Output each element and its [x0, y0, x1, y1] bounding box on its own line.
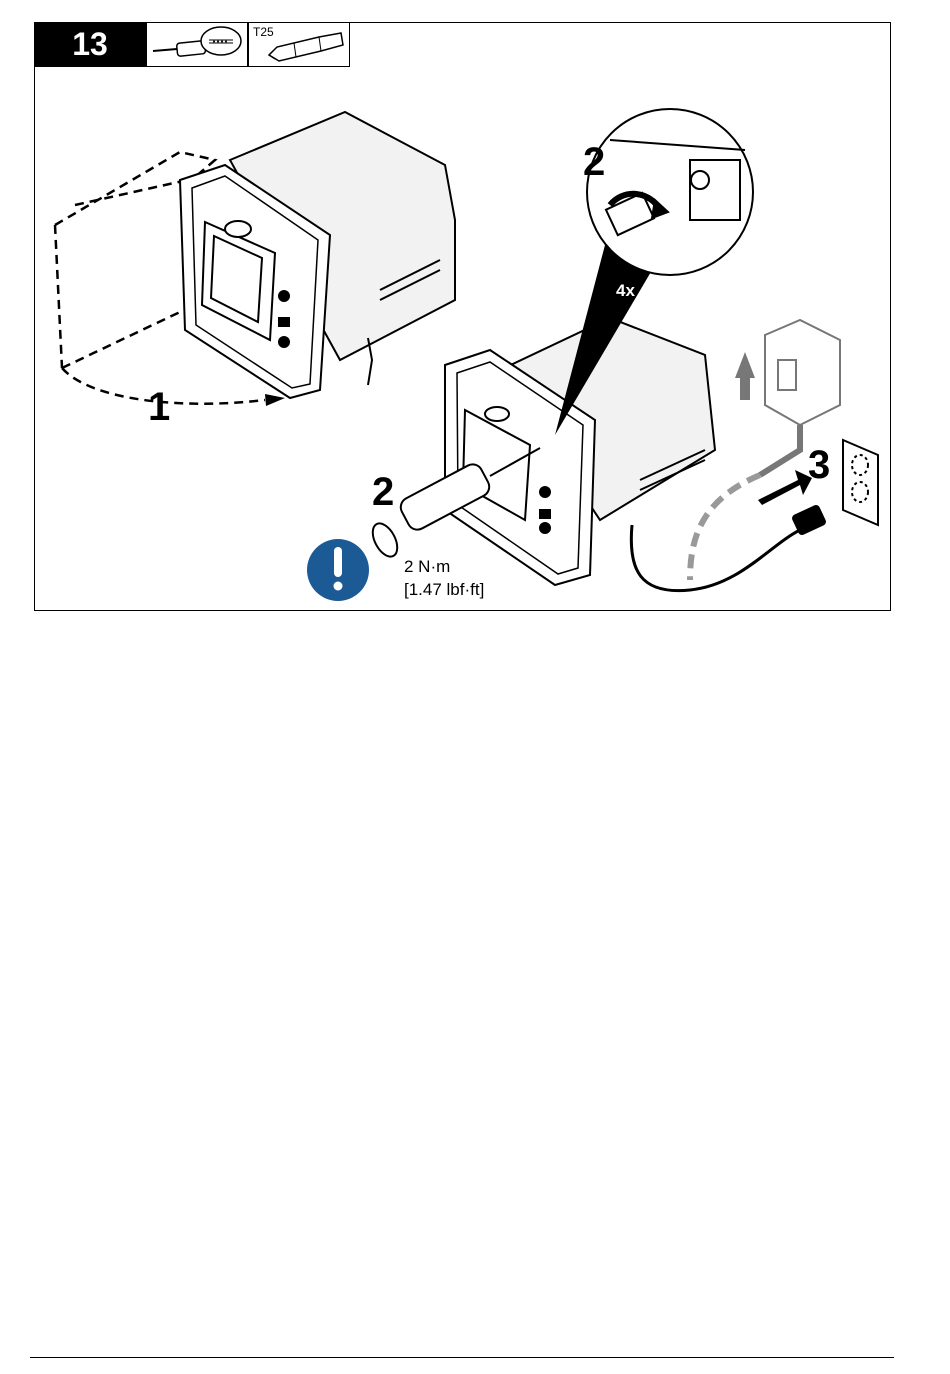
power-cable — [631, 525, 800, 591]
step1-callout: 1 — [148, 385, 170, 429]
torque-screwdriver-icon — [147, 23, 247, 66]
wall-outlet-icon — [843, 440, 878, 525]
power-switch-icon — [765, 320, 840, 425]
torque-screwdriver-tool-box — [146, 22, 248, 67]
conduit — [760, 425, 800, 475]
step2-zoom-callout: 2 — [583, 140, 605, 184]
controller-unit-left — [180, 112, 455, 398]
step1-arrow-icon — [265, 394, 285, 406]
cable-left — [368, 338, 372, 385]
plug-in-arrow-icon — [758, 470, 812, 505]
step3-callout: 3 — [808, 443, 830, 487]
footer-rule — [30, 1357, 894, 1358]
bit-size-label: T25 — [253, 25, 274, 39]
torque-imperial: [1.47 lbf·ft] — [404, 580, 484, 600]
step-number: 13 — [34, 22, 146, 67]
repeat-count-label: 4x — [616, 281, 635, 300]
torque-metric: 2 N·m — [404, 557, 450, 577]
torx-bit-tool-box: T25 — [248, 22, 350, 67]
switch-up-arrow-icon — [735, 352, 755, 400]
installation-illustration: 1 2 2 3 4x — [35, 68, 890, 610]
notice-exclamation-icon — [307, 539, 369, 601]
step2-callout: 2 — [372, 470, 394, 514]
